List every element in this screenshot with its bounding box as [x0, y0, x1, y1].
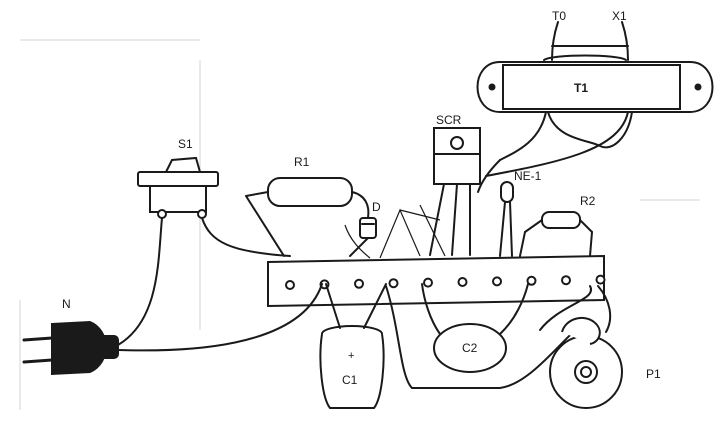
terminal-strip-board: [267, 254, 605, 308]
r1-lead-right: [351, 191, 370, 219]
label-r1: R1: [294, 155, 310, 169]
switch-housing: [149, 185, 207, 213]
label-scr: SCR: [436, 113, 462, 127]
transformer-core: [502, 64, 681, 110]
r2-lead-left: [524, 219, 543, 233]
label-n: N: [62, 297, 71, 311]
resistor-r2: [519, 211, 593, 257]
label-t0: T0: [552, 9, 566, 23]
terminal-strip: [267, 254, 606, 308]
label-p1: P1: [646, 367, 661, 381]
label-d: D: [372, 200, 381, 214]
terminal-hole: [388, 278, 399, 289]
c2-lead-b: [499, 283, 529, 335]
diode-body: [359, 217, 377, 239]
component-lead-fan: [344, 204, 446, 259]
transformer-lead-c: [477, 159, 501, 193]
switch-rocker-icon[interactable]: [164, 156, 202, 173]
x1-lead: [621, 21, 629, 61]
label-t1: T1: [574, 81, 588, 95]
switch-bezel: [137, 171, 219, 187]
scr-body: [433, 153, 481, 185]
r2-body: [541, 211, 581, 229]
terminal-hole: [595, 274, 606, 285]
terminal-hole: [423, 277, 433, 288]
diode-d: [349, 217, 377, 257]
label-c1-plus: +: [348, 350, 354, 362]
capacitor-c2: [421, 283, 529, 373]
c1-lead-b: [363, 283, 387, 329]
plug-prong-bottom: [22, 358, 54, 364]
transformer-t1: [476, 21, 714, 149]
r2-lead-right-down: [589, 231, 593, 257]
switch-to-plug-wire: [117, 217, 163, 346]
terminal-holes: [285, 274, 606, 290]
label-s1: S1: [178, 137, 193, 151]
terminal-hole: [285, 280, 295, 290]
transformer-lead-a: [499, 111, 547, 161]
ne1-lead-b: [509, 201, 513, 257]
label-c1: C1: [342, 373, 358, 387]
r1-lead-left: [245, 191, 285, 257]
power-plug-n: [22, 320, 119, 376]
switch-s1[interactable]: [137, 156, 219, 219]
terminal-hole: [526, 275, 537, 286]
r2-lead-right: [579, 219, 593, 233]
r2-lead-left-down: [519, 231, 526, 257]
board-to-p1-wire: [385, 285, 583, 389]
plug-prong-top: [22, 336, 54, 342]
plug-to-board-wire: [117, 283, 323, 352]
label-c2: C2: [462, 341, 478, 355]
mounting-hole-left-icon: [488, 83, 496, 91]
r1-body: [267, 177, 353, 207]
c2-lead-a: [421, 283, 441, 335]
c1-lead-a: [325, 283, 341, 329]
capacitor-c1: [319, 283, 387, 409]
ne1-lead-a: [499, 201, 506, 257]
p1-terminal-lug: [561, 316, 601, 345]
p1-shaft-icon[interactable]: [580, 366, 592, 378]
mounting-hole-right-icon: [694, 83, 702, 91]
secondary-lead-loop: [547, 111, 633, 149]
terminal-hole: [492, 276, 502, 287]
transformer-lead-b: [485, 111, 629, 177]
switch-terminal-left: [157, 209, 167, 219]
label-ne1: NE-1: [514, 169, 542, 183]
scr-mounting-hole-icon: [450, 136, 464, 150]
label-x1: X1: [612, 9, 627, 23]
scr-pin-2: [451, 183, 458, 256]
plug-strain-relief: [95, 335, 119, 359]
lead-bundle-top: [543, 54, 627, 61]
labels: T0 X1 T1 SCR S1 R1 D NE-1 R2 N + C1 C2 P…: [62, 9, 661, 387]
label-r2: R2: [580, 194, 596, 208]
ne1-bulb: [500, 181, 514, 203]
switch-terminal-right: [197, 209, 207, 219]
t0-lead: [551, 21, 559, 61]
c1-can: [319, 333, 385, 409]
terminal-hole: [457, 277, 468, 287]
scr: [429, 127, 481, 256]
neon-lamp-ne1: [499, 181, 514, 257]
terminal-hole: [561, 275, 571, 286]
potentiometer-p1[interactable]: [549, 316, 623, 409]
c2-disc: [433, 323, 507, 373]
switch-to-board-wire: [201, 217, 291, 257]
board-to-p1-wire-b: [539, 285, 593, 331]
board-to-p1-wire-c: [597, 285, 612, 333]
resistor-r1: [245, 177, 370, 257]
terminal-hole: [354, 278, 364, 289]
